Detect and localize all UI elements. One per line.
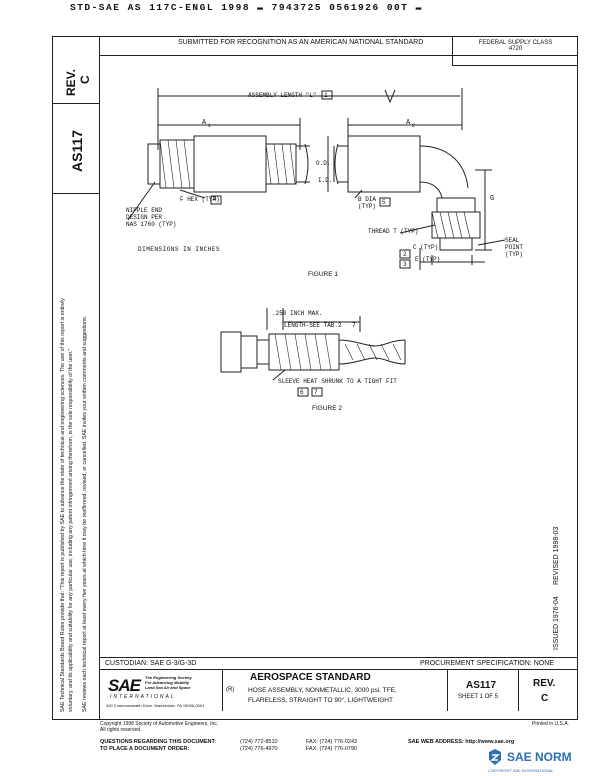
footer-vdivider-1 <box>222 669 223 711</box>
title-line-2: FLARELESS, STRAIGHT TO 90°, LIGHTWEIGHT <box>248 697 393 704</box>
fig2-max-label: .250 INCH MAX. <box>272 310 323 317</box>
fax-2: FAX: (724) 776-0790 <box>306 746 358 752</box>
submitted-text: SUBMITTED FOR RECOGNITION AS AN AMERICAN… <box>178 39 424 46</box>
assembly-length-label: ASSEMBLY LENGTH "L" <box>248 92 317 99</box>
footer-divider-1 <box>100 657 578 658</box>
fig2-length-ref: 7 <box>352 322 356 329</box>
seal-point-label: SEAL POINT (TYP) <box>505 237 524 258</box>
nipple-note: NIPPLE END DESIGN PER NAS 1760 (TYP) <box>126 207 177 228</box>
footer-vdivider-2 <box>447 669 448 711</box>
printed-text: Printed in U.S.A. <box>532 721 569 727</box>
e-ref: 3 <box>403 261 407 268</box>
b-dia-ref: 5 <box>382 199 386 206</box>
phone-2: (724) 776-4970 <box>240 746 278 752</box>
footer-rev-label: REV. <box>533 678 556 689</box>
issued-date: ISSUED 1976-04 <box>553 596 560 650</box>
fsc-number: 4720 <box>508 46 523 52</box>
figure-1-caption: FIGURE 1 <box>308 271 338 278</box>
sae-address: 400 Commonwealth Drive, Warrendale, PA 1… <box>106 703 205 708</box>
a2-sub: 2 <box>412 123 416 129</box>
a1-sub: 1 <box>208 123 212 129</box>
fax-1: FAX: (724) 776-0243 <box>306 739 358 745</box>
footer-vdivider-3 <box>518 669 519 711</box>
procurement-text: PROCUREMENT SPECIFICATION: NONE <box>420 660 554 667</box>
dimensions-note: DIMENSIONS IN INCHES <box>138 246 221 253</box>
sae-norm-logo-icon <box>486 748 504 766</box>
custodian-text: CUSTODIAN: SAE G-3/G-3D <box>105 660 197 667</box>
e-typ-label: E (TYP) <box>415 256 441 263</box>
fig2-ref-b: 7 <box>314 389 318 396</box>
g-label: G <box>490 195 495 203</box>
hex-ref: 4 <box>213 196 217 203</box>
footer-rev-value: C <box>541 693 549 704</box>
footer-divider-2 <box>100 669 578 670</box>
a1-label: A <box>202 119 207 127</box>
c-ref: 2 <box>403 251 407 258</box>
disclaimer-line-2: voluntary, and its applicability and sui… <box>68 348 74 712</box>
figure-2-caption: FIGURE 2 <box>312 405 342 412</box>
b-dia-typ: (TYP) <box>358 203 377 210</box>
watermark-subtext: COPYRIGHT SAE INTERNATIONAL <box>488 768 554 773</box>
c-typ-label: C (TYP) <box>413 244 439 251</box>
fig2-length-label: LENGTH-SEE TAB.2 <box>284 322 342 329</box>
side-doc-number: AS117 <box>69 129 85 172</box>
sae-norm-watermark: SAE NORM <box>507 750 572 764</box>
assembly-length-ref: 1 <box>324 92 328 99</box>
b-dia-label: B DIA <box>358 196 377 203</box>
side-rev-box: REV. C <box>52 36 100 104</box>
sheet-number: SHEET 1 OF 5 <box>458 694 498 700</box>
fig2-ref-a: 6 <box>300 389 304 396</box>
fsc-box: FEDERAL SUPPLY CLASS 4720 <box>452 36 578 66</box>
questions-label: QUESTIONS REGARDING THIS DOCUMENT: <box>100 739 217 745</box>
revised-date: REVISED 1998-03 <box>553 526 560 585</box>
document-banner: STD-SAE AS 117C-ENGL 1998 ▬ 7943725 0561… <box>70 2 423 13</box>
sae-logo: SAE <box>108 676 141 695</box>
sae-tagline: The Engineering Society For Advancing Mo… <box>145 675 192 690</box>
side-rev-value: C <box>78 75 92 84</box>
hex-label: F HEX (TYP) <box>180 196 220 203</box>
thread-label: THREAD T (TYP) <box>368 228 419 235</box>
sae-international: INTERNATIONAL <box>110 694 176 700</box>
id-label: I.D. <box>318 177 333 184</box>
a2-label: A <box>406 119 411 127</box>
od-label: O.D. <box>316 160 331 167</box>
rights-text: All rights reserved. <box>100 727 142 733</box>
figure-1-drawing <box>127 88 506 270</box>
page-frame <box>52 36 578 720</box>
footer-doc-number: AS117 <box>466 680 497 691</box>
side-column <box>52 36 100 720</box>
title-line-1: HOSE ASSEMBLY, NONMETALLIC, 3000 psi, TF… <box>248 687 397 694</box>
figure-2-drawing <box>220 308 406 397</box>
header-bar <box>100 36 578 56</box>
copyright-text: Copyright 1998 Society of Automotive Eng… <box>100 721 219 727</box>
aerospace-standard: AEROSPACE STANDARD <box>250 672 371 683</box>
side-rev-label: REV. <box>64 69 78 96</box>
phone-1: (724) 772-8510 <box>240 739 278 745</box>
web-address: SAE WEB ADDRESS: http://www.sae.org <box>408 739 515 745</box>
fig2-sleeve-label: SLEEVE HEAT SHRUNK TO A TIGHT FIT <box>278 378 397 385</box>
place-order-label: TO PLACE A DOCUMENT ORDER: <box>100 746 190 752</box>
fsc-label: FEDERAL SUPPLY CLASS <box>478 40 553 46</box>
disclaimer-line-3: SAE reviews each technical report at lea… <box>82 315 88 712</box>
disclaimer-line-1: SAE Technical Standards Board Rules prov… <box>60 298 66 712</box>
side-docnum-box: AS117 <box>52 104 100 194</box>
r-mark: (R) <box>226 687 235 693</box>
